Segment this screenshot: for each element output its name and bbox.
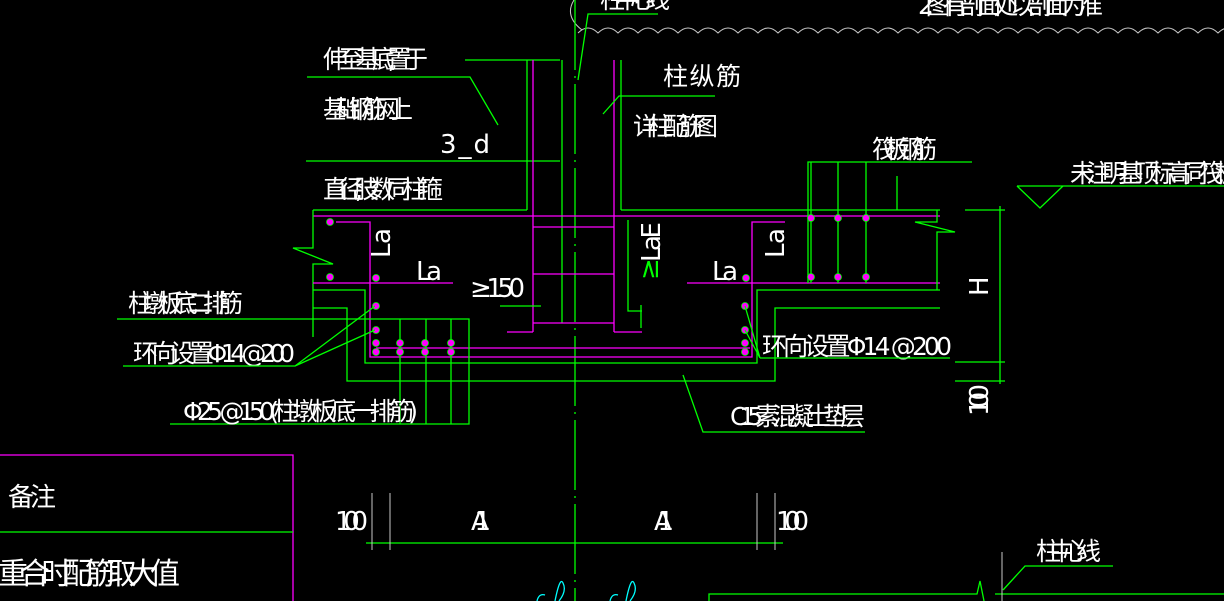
pier-first-layer-label: Φ25 @150(柱墩板底一排筋): [183, 397, 418, 426]
extend-label-line1: 伸至基底,置于: [323, 45, 428, 74]
column: [507, 60, 642, 333]
height-label: H: [965, 276, 995, 296]
bedding-label: C15 素混凝土垫层: [730, 402, 865, 431]
bottom-slab-line: [708, 580, 1224, 601]
extend-label-line2: 基础钢筋网上: [323, 95, 413, 124]
rebar-dots: [326, 214, 870, 356]
notes-table: [0, 454, 294, 601]
dim-right-offset: 100: [776, 507, 809, 537]
min-150-label: ≥150: [470, 274, 525, 304]
lae-label: LaE: [637, 222, 667, 262]
pier-second-layer-label: 柱墩板底二排筋: [128, 289, 243, 318]
la-right: La: [712, 257, 738, 287]
raft-top-note: 未注明基顶标高同筏板: [1070, 159, 1224, 188]
bedding-leader: [682, 374, 865, 433]
top-center-line-label: 柱中心线: [600, 0, 670, 14]
section-note: 2.图有剖面处以剖面为准: [918, 0, 1103, 20]
lae-ge-symbol: ≥: [635, 258, 665, 280]
la-left-vertical: La: [367, 228, 397, 258]
dim-right-half: A1: [654, 507, 674, 537]
la-left: La: [416, 257, 442, 287]
column-bars-ref-label: 详柱配筋图: [633, 112, 718, 141]
ring-right-leader: [744, 305, 950, 359]
column-bars-leader: [602, 95, 715, 115]
section-mark-2-2: [536, 580, 636, 601]
ring-left-label: 环向设置Φ14 @200: [133, 339, 295, 368]
notes-table-header: 备注: [8, 483, 56, 513]
dim-left-half: A1: [471, 507, 491, 537]
height-dimension: [955, 206, 1005, 384]
left-leaders: [306, 59, 560, 211]
bottom-center-line-label: 柱中心线: [1036, 537, 1101, 566]
bedding-thickness-label: 100: [965, 384, 995, 416]
dim-left-offset: 100: [335, 507, 368, 537]
bottom-center-leader: [1002, 565, 1113, 591]
ring-right-label: 环向设置Φ14 @200: [762, 332, 952, 361]
column-bars-label: 柱纵筋: [663, 62, 741, 91]
stirrup-note-label: 直径,肢数同柱箍: [323, 175, 443, 204]
bottom-dimension: [366, 493, 783, 550]
revision-cloud: [569, 0, 1224, 34]
notes-table-row: 重合时配筋取大值: [0, 557, 180, 592]
stirrup-count-label: 3_d: [440, 130, 490, 160]
raft-bars-label: 筏板钢筋: [872, 135, 937, 164]
la-right-vertical: La: [761, 228, 791, 258]
elevation-symbol: [1016, 185, 1224, 209]
top-center-leader: [577, 13, 658, 81]
raft-and-pier: [117, 161, 972, 425]
ring-left-leader: [123, 305, 376, 367]
